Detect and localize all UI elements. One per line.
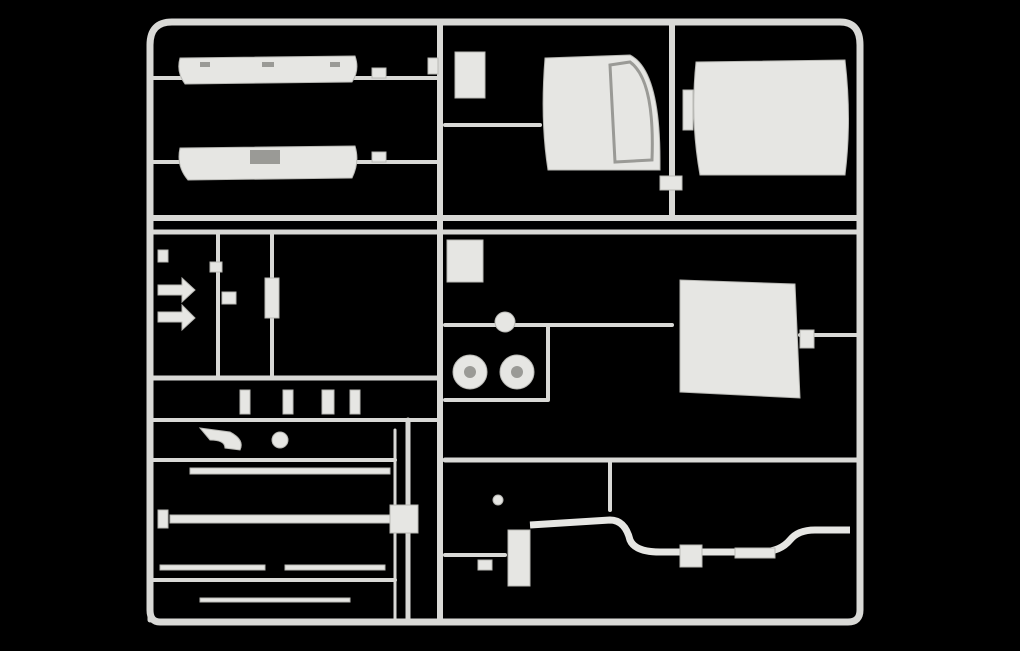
small-panel-part: [454, 51, 486, 99]
arrow-part-2: [157, 303, 196, 332]
hood-tab-2: [682, 89, 694, 131]
small-block-2: [209, 261, 223, 273]
right-runner-c: [443, 323, 550, 402]
small-block-3: [221, 291, 237, 305]
axle-part: [169, 514, 411, 524]
pedal-part-3: [321, 389, 335, 415]
bumper-tab-1: [371, 67, 387, 79]
hood-tab-1: [659, 175, 683, 191]
arrow-part-1: [157, 276, 196, 304]
bumper-tab-2: [371, 151, 387, 163]
muffler-part: [507, 529, 531, 587]
pedal-part-2: [282, 389, 294, 415]
small-tab-right: [477, 559, 493, 571]
exhaust-pipe-strip: [159, 564, 266, 571]
small-tab-top: [427, 57, 439, 75]
thin-rod-part: [199, 597, 351, 603]
round-knob-part: [494, 311, 516, 333]
outer-runner: [146, 18, 864, 626]
bracket-part: [264, 277, 280, 319]
front-bumper-part: [178, 55, 358, 85]
tailpipe-part: [734, 547, 776, 559]
wheel-hub-2: [511, 366, 523, 378]
steering-part: [271, 431, 289, 449]
small-block-1: [157, 249, 169, 263]
exhaust-pipe-strip-2: [284, 564, 386, 571]
hanger-part: [492, 494, 504, 506]
door-part: [542, 54, 661, 171]
hood-part: [693, 59, 849, 176]
lever-part: [198, 427, 242, 451]
roof-panel-part: [679, 279, 801, 399]
bumper-slot-2: [262, 62, 274, 67]
bumper-slot-1: [200, 62, 210, 67]
axle-cap-left: [157, 509, 169, 529]
exhaust-pipe-part: [529, 516, 850, 556]
kit-parts: [157, 51, 850, 603]
wheel-hub-1: [464, 366, 476, 378]
rear-bumper-detail: [250, 150, 280, 164]
axle-housing: [389, 504, 419, 534]
long-rod-part: [189, 467, 391, 475]
small-rect-part: [446, 239, 484, 283]
door-window: [608, 60, 654, 164]
pedal-part-4: [349, 389, 361, 415]
bumper-slot-3: [330, 62, 340, 67]
roof-panel-tab: [799, 329, 815, 349]
exhaust-clamp-part: [679, 544, 703, 568]
pedal-part-1: [239, 389, 251, 415]
